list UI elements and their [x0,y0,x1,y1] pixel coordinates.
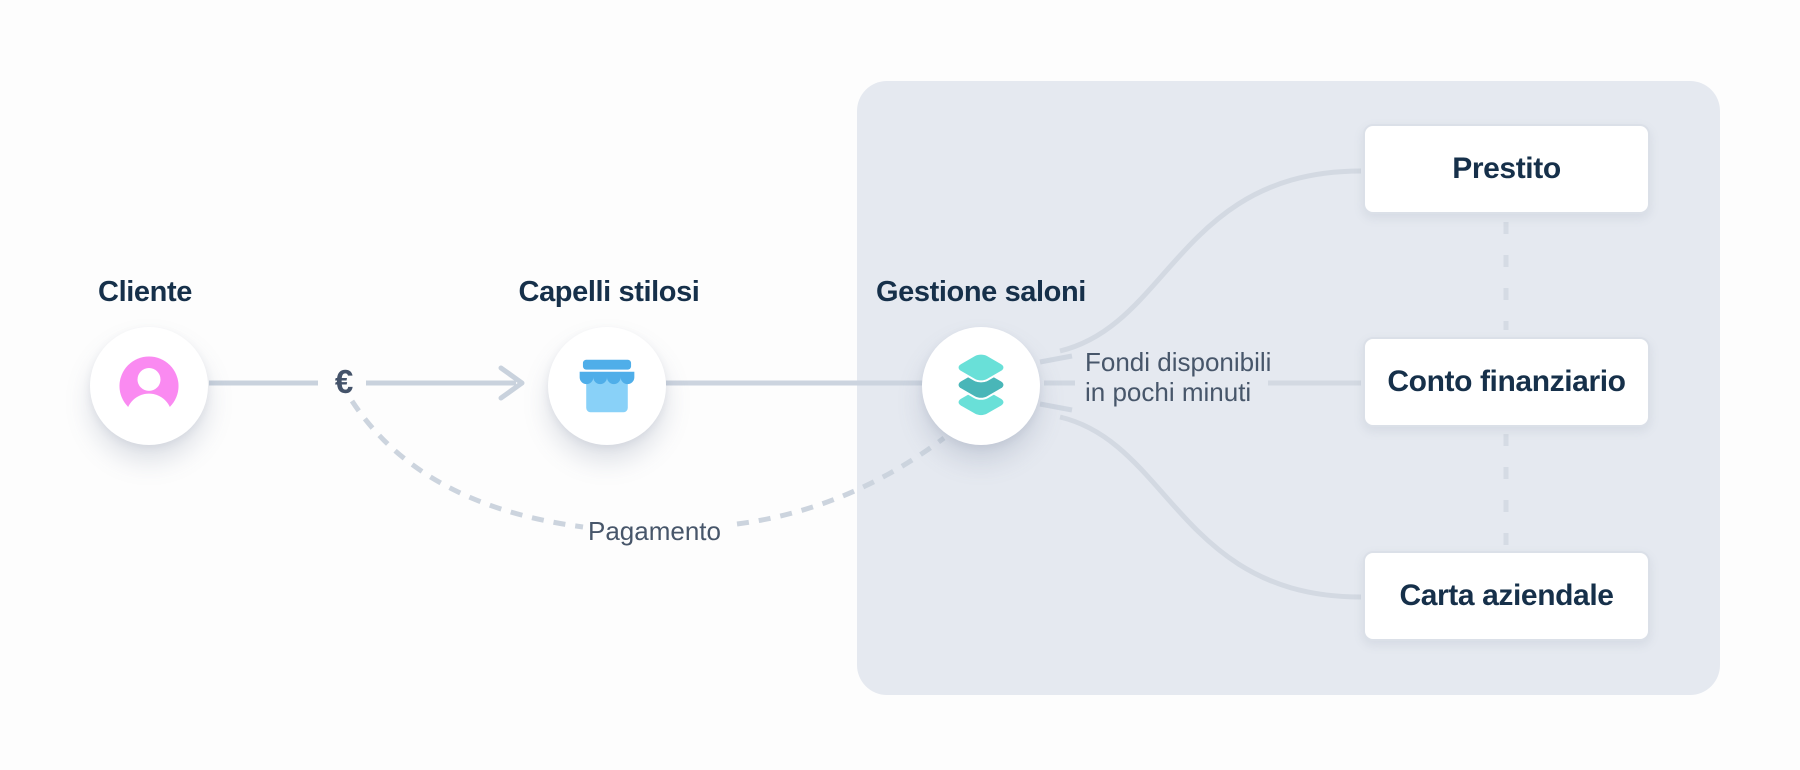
product-box-loan: Prestito [1363,124,1650,214]
platform-loan-curve [1059,168,1362,354]
storefront-icon [579,359,635,413]
product-box-financial-account: Conto finanziario [1363,337,1650,427]
funds-note-line1: Fondi disponibili [1085,347,1272,377]
payment-dashed-curve-left [349,399,584,530]
platform-card-curve [1059,414,1362,600]
salon-node [548,327,666,445]
salon-node-label: Capelli stilosi [518,276,700,308]
platform-stub-top [1039,353,1073,365]
platform-node-label: Gestione saloni [876,276,1086,308]
payment-label: Pagamento [588,516,721,546]
product-box-business-card: Carta aziendale [1363,551,1650,641]
funds-note-line2: in pochi minuti [1085,377,1252,407]
arrowhead-icon [498,365,525,401]
customer-node-label: Cliente [98,276,192,308]
person-avatar-icon [119,356,179,421]
funds-note: Fondi disponibili in pochi minuti [1085,347,1271,407]
payment-dashed-curve-right [736,435,946,527]
layers-stack-icon [944,349,1018,423]
platform-stub-bottom [1039,401,1073,413]
customer-node [90,327,208,445]
euro-label: € [334,363,354,400]
platform-node [922,327,1040,445]
